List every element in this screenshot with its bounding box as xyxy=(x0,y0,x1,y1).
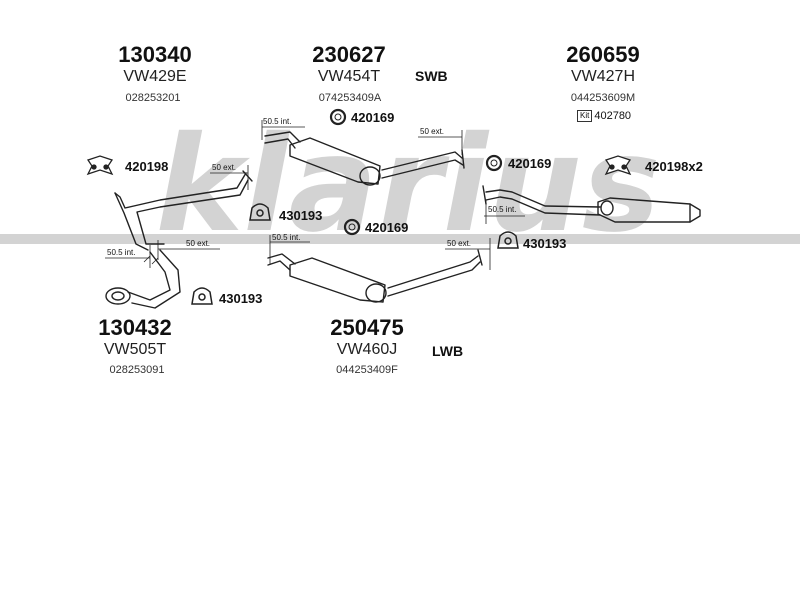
oem-number: 028253091 xyxy=(109,364,165,376)
dimension-label: 50 ext. xyxy=(420,127,445,136)
hanger-icon xyxy=(86,155,114,176)
part-number: 250475 xyxy=(330,315,404,340)
part-number: 130340 xyxy=(118,42,192,67)
middle-box-250475 xyxy=(267,249,483,303)
fitting-code: 430193 xyxy=(523,236,567,251)
fitting-code: 420198 xyxy=(125,159,169,174)
hanger-icon xyxy=(604,155,632,176)
clamp-icon xyxy=(249,203,271,221)
dimension-label: 50 ext. xyxy=(186,239,211,248)
oem-number: 074253409A xyxy=(318,92,382,104)
part-reference: VW454T xyxy=(317,68,381,85)
fitting-code: 430193 xyxy=(219,291,263,306)
dimension-lines xyxy=(105,120,525,270)
svg-text:klarius: klarius xyxy=(156,114,661,262)
dimension-label: 50.5 int. xyxy=(272,233,301,242)
fitting-code: 420169 xyxy=(365,220,409,235)
part-number: 230627 xyxy=(312,42,386,67)
fitting-code: 420198x2 xyxy=(645,159,703,174)
variant-lwb-label: LWB xyxy=(432,343,464,359)
watermark-logo: klarius xyxy=(0,114,800,274)
oem-number: 044253409F xyxy=(336,364,398,376)
clamp-icon xyxy=(191,287,213,305)
part-reference: VW460J xyxy=(336,341,398,358)
fitting-code: 420169 xyxy=(351,110,395,125)
part-reference: VW429E xyxy=(123,68,187,85)
oem-number: 044253609M xyxy=(570,92,636,104)
front-pipe-130340 xyxy=(114,170,253,251)
rubber-ring-icon xyxy=(329,108,347,126)
rear-box-260659 xyxy=(482,185,701,223)
kit-number: 402780 xyxy=(594,110,632,122)
kit-icon: Kit xyxy=(577,110,593,122)
fitting-code: 430193 xyxy=(279,208,323,223)
rubber-ring-icon xyxy=(343,218,361,236)
variant-swb-label: SWB xyxy=(415,68,448,84)
part-number: 260659 xyxy=(566,42,640,67)
clamp-icon xyxy=(497,231,519,249)
part-reference: VW427H xyxy=(570,68,636,85)
dimension-label: 50.5 int. xyxy=(263,117,292,126)
dimension-label: 50.5 int. xyxy=(107,248,136,257)
fitting-code: 420169 xyxy=(508,156,552,171)
dimension-label: 50 ext. xyxy=(447,239,472,248)
middle-box-230627 xyxy=(264,131,465,186)
part-reference: VW505T xyxy=(103,341,167,358)
part-number: 130432 xyxy=(98,315,172,340)
dimension-label: 50.5 int. xyxy=(488,205,517,214)
oem-number: 028253201 xyxy=(125,92,181,104)
dimension-label: 50 ext. xyxy=(212,163,237,172)
rubber-ring-icon xyxy=(485,154,503,172)
down-pipe-130432 xyxy=(105,249,181,309)
